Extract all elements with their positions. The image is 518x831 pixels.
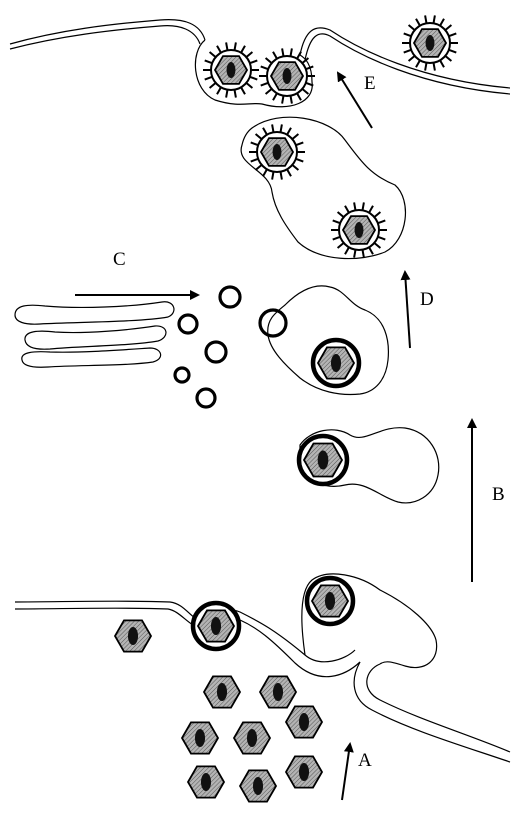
virions-layer <box>115 15 458 801</box>
label-D: D <box>420 289 434 310</box>
label-E: E <box>364 73 376 94</box>
arrow-D <box>405 272 410 348</box>
naked-virion-1 <box>204 676 240 707</box>
naked-virion-6 <box>188 766 224 797</box>
enveloped-virion-vesicle-2 <box>331 202 387 257</box>
naked-virion-2 <box>260 676 296 707</box>
golgi-apparatus <box>15 302 174 367</box>
enveloped-virion-budding-2 <box>259 48 315 103</box>
golgi-vesicles <box>175 287 286 407</box>
enveloped-virion-budding-1 <box>203 42 259 97</box>
label-C: C <box>113 249 126 270</box>
attaching-virion <box>115 620 151 651</box>
naked-virion-8 <box>286 756 322 787</box>
coated-virion-vacuole <box>313 340 359 386</box>
arrow-A <box>342 744 350 800</box>
labels: A B C D E <box>113 73 505 771</box>
coated-virion-pocket <box>307 578 353 624</box>
naked-virion-4 <box>234 722 270 753</box>
naked-virion-7 <box>240 770 276 801</box>
label-B: B <box>492 484 505 505</box>
label-A: A <box>358 750 372 771</box>
naked-virion-3 <box>182 722 218 753</box>
naked-virion-5 <box>286 706 322 737</box>
enveloped-virion-released <box>402 15 458 70</box>
coated-virion-endosome <box>299 436 347 484</box>
coated-virion-entering <box>193 603 239 649</box>
